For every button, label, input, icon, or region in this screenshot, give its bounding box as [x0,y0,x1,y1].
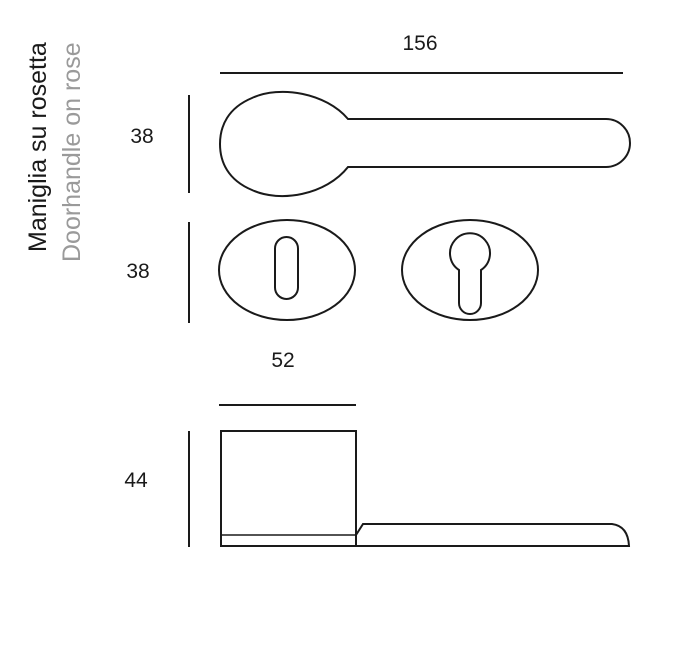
cylinder-rose [401,219,539,321]
cylinder-rose-outline [401,219,539,321]
dimension-rose-height-label: 38 [126,260,149,283]
lever-side-profile [355,523,631,547]
handle-side-view [220,430,631,547]
cylinder-profile [449,232,491,315]
title-english: Doorhandle on rose [58,42,86,262]
key-slot [274,236,299,300]
dimension-handle-height-label: 38 [130,125,153,148]
handle-top-view [218,90,631,197]
key-rose-outline [218,219,356,321]
dimension-side-height-label: 44 [124,469,148,492]
key-rose [218,219,356,321]
title-italian: Maniglia su rosetta [24,42,52,252]
dimension-rose-width-label: 52 [271,349,294,372]
dimension-length-label: 156 [402,32,437,55]
rose-side-block [220,430,357,547]
